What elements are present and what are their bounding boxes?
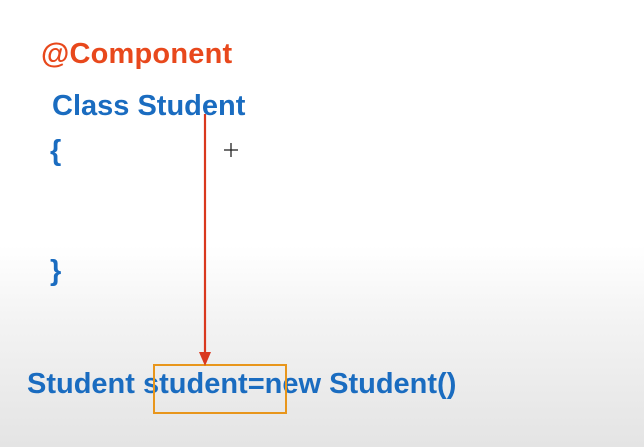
object-creation-statement: Student student=new Student(): [27, 368, 456, 401]
statement-variable-name: student: [143, 368, 248, 400]
close-brace: }: [50, 255, 62, 287]
class-declaration: Class Student: [52, 90, 246, 122]
statement-type-name: Student: [27, 368, 135, 400]
statement-initializer: =new Student(): [247, 368, 457, 400]
component-annotation: @Component: [41, 38, 233, 70]
open-brace: {: [50, 135, 62, 167]
crosshair-cursor-icon: [224, 143, 238, 157]
